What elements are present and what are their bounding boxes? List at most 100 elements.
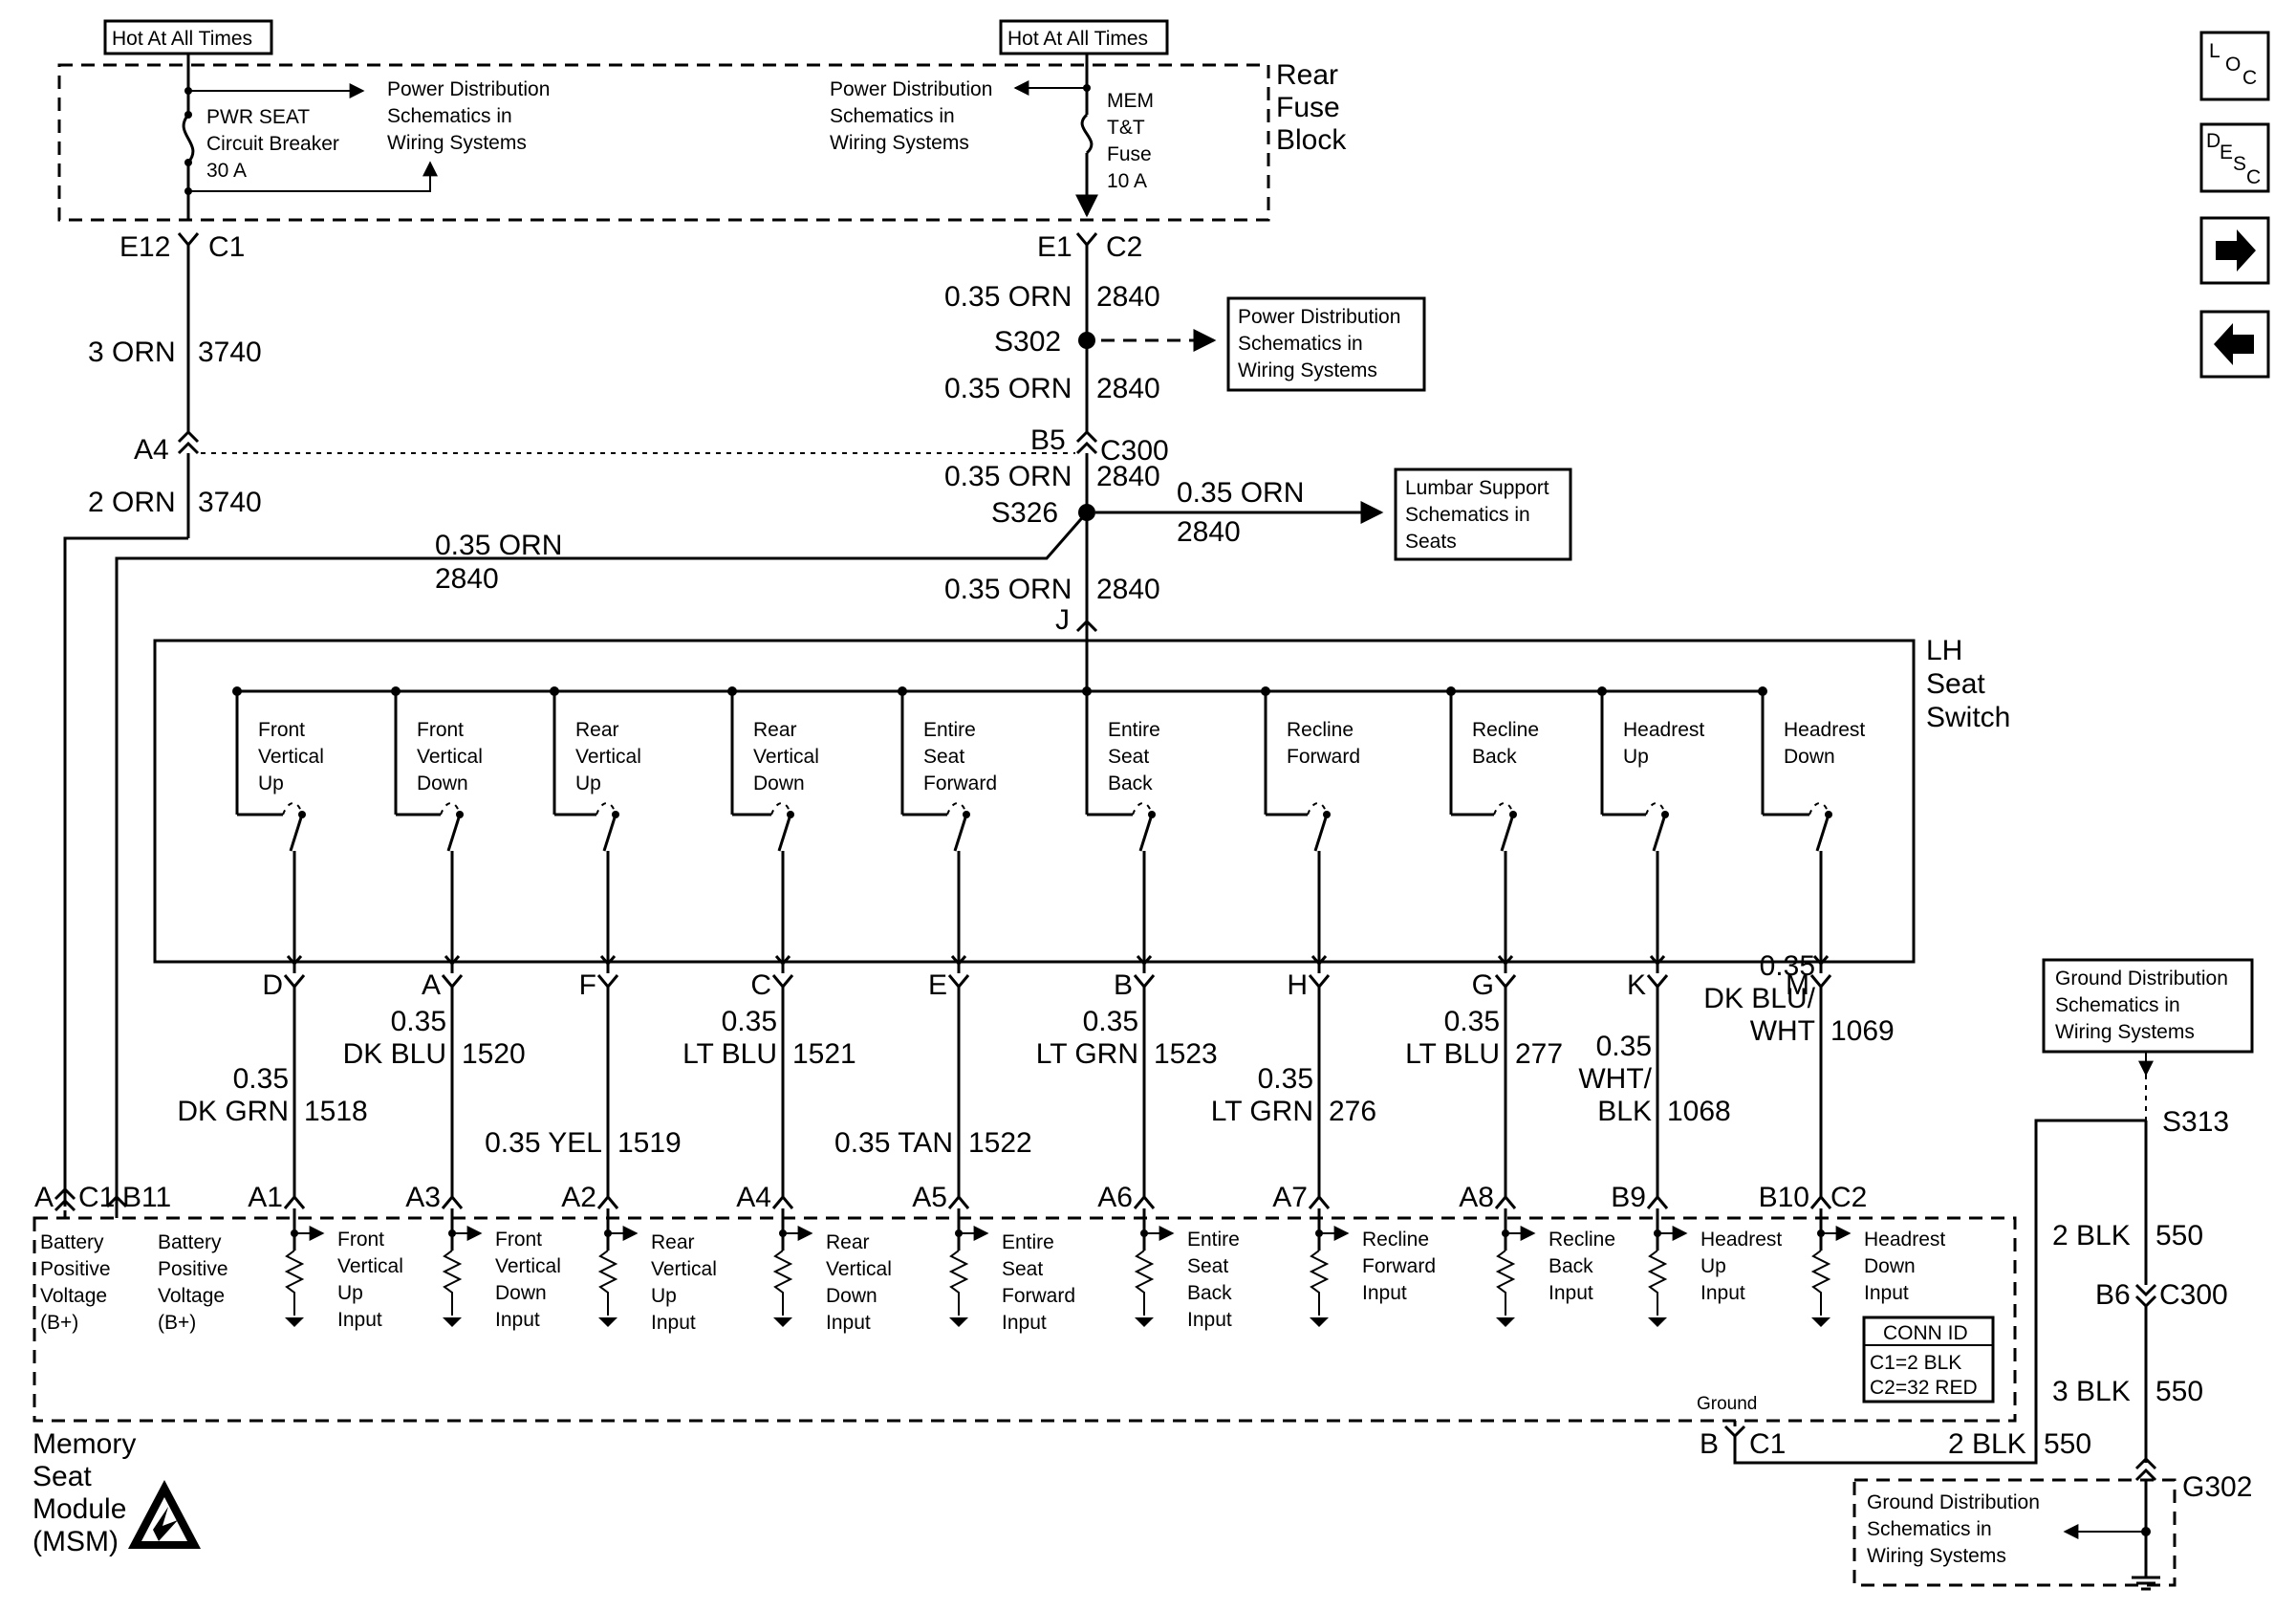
msm-gnd-conn: C1: [1749, 1428, 1786, 1460]
conn-c1-top-label: C1: [208, 231, 245, 263]
gnd-dist-bottom-box: [1852, 1478, 2177, 1587]
switch-7-pin-symbol: [1308, 974, 1331, 990]
switch-9-wire-label-3: BLK: [1597, 1096, 1652, 1127]
desc-icon-s: S: [2233, 153, 2246, 175]
gnd-dist-bottom-3: Wiring Systems: [1867, 1545, 2006, 1567]
switch-7-circuit-label: 276: [1329, 1096, 1376, 1127]
switch-5-label-2: Seat: [923, 746, 964, 768]
switch-10-throw-arc: [1809, 802, 1830, 816]
conn-e1-symbol: [1075, 232, 1098, 248]
switch-4-wire-label-1: 0.35: [722, 1006, 777, 1037]
switch-3-pin-label: F: [579, 969, 596, 1001]
switch-8-msm-pin-symbol: [1494, 1194, 1517, 1209]
switch-7-pulldown-resistor: [1309, 1250, 1330, 1316]
switch-3-label-3: Up: [575, 772, 601, 794]
lh-seat-switch-box: [153, 639, 1916, 964]
switch-10-wire-label-3: WHT: [1750, 1015, 1815, 1047]
desc-icon[interactable]: D E S C: [2199, 122, 2270, 193]
rear-fuse-block-outline: [57, 63, 1270, 222]
switch-7-label-1: Recline: [1287, 719, 1354, 741]
pdist-right-label-1: Power Distribution: [830, 78, 992, 100]
switch-1-throw-arc: [282, 802, 303, 816]
loc-icon[interactable]: L O C: [2199, 31, 2270, 101]
switch-3-ground-icon: [598, 1317, 617, 1327]
switch-2-throw-arc: [440, 802, 461, 816]
switch-4-bus-node: [727, 686, 737, 696]
switch-2-pulldown-resistor: [442, 1250, 463, 1316]
lumbar-label-1: Lumbar Support: [1405, 477, 1549, 499]
loc-icon-o: O: [2225, 54, 2241, 76]
switch-8-input-label-2: Back: [1549, 1255, 1593, 1277]
circuit-breaker-symbol: [182, 114, 195, 163]
mem-fuse-label-1: MEM: [1107, 90, 1154, 112]
switch-5-blade: [953, 814, 968, 852]
switch-4-throw-arc: [770, 802, 791, 816]
conn-a4-label: A4: [134, 434, 169, 466]
pdist-s302-label-1: Power Distribution: [1238, 306, 1400, 328]
switch-9-wire-label-2: WHT/: [1578, 1063, 1652, 1095]
switch-5-pin-symbol: [947, 974, 970, 990]
switch-5-label-1: Entire: [923, 719, 976, 741]
switch-1-bus-node: [232, 686, 242, 696]
switch-1-msm-pin-symbol: [283, 1194, 306, 1209]
switch-5-input-label-2: Seat: [1002, 1258, 1043, 1280]
switch-3-circuit-label: 1519: [617, 1127, 682, 1159]
switch-1-msm-pin-label: A1: [248, 1182, 283, 1213]
pwr-seat-cb-label-3: 30 A: [206, 160, 247, 182]
switch-2-blade: [446, 814, 462, 852]
conn-id-c1: C1=2 BLK: [1870, 1352, 1961, 1374]
conn-a4-symbol: [177, 429, 200, 455]
switch-5-bus-node: [898, 686, 907, 696]
msm-gnd-pin: B: [1700, 1428, 1719, 1460]
switch-7-pin-label: H: [1287, 969, 1308, 1001]
switch-3-input-label-4: Input: [651, 1312, 696, 1334]
switch-2-bus-node: [391, 686, 401, 696]
switch-8-blade: [1500, 814, 1515, 852]
switch-8-pin-symbol: [1494, 974, 1517, 990]
msm-ground-wire: [1733, 1119, 2146, 1465]
switch-4-input-label-3: Down: [826, 1285, 877, 1307]
desc-icon-e: E: [2220, 141, 2233, 163]
switch-4-output-arrow: [774, 955, 791, 967]
switch-10-label-2: Down: [1784, 746, 1835, 768]
switch-1-wire-label-2: DK GRN: [177, 1096, 289, 1127]
desc-icon-c: C: [2246, 166, 2261, 188]
conn-c300-label: C300: [1100, 435, 1169, 467]
battery-b-4: (B+): [158, 1312, 196, 1334]
switch-2-pin-symbol: [441, 974, 464, 990]
wire-3blk: 3 BLK: [2052, 1376, 2131, 1407]
switch-2-label-2: Vertical: [417, 746, 483, 768]
pdist-right-label: Power Distribution Schematics in Wiring …: [830, 78, 992, 154]
switch-3-input-label-3: Up: [651, 1285, 677, 1307]
next-arrow-icon[interactable]: [2199, 216, 2270, 285]
switch-3-throw-arc: [596, 802, 617, 816]
lumbar-box: [1394, 468, 1572, 561]
loc-icon-c: C: [2242, 67, 2257, 89]
switch-5-circuit-label: 1522: [968, 1127, 1032, 1159]
pdist-left-label: Power Distribution Schematics in Wiring …: [387, 78, 550, 154]
switch-2-msm-pin-symbol: [441, 1194, 464, 1209]
switch-5-input-label-1: Entire: [1002, 1231, 1054, 1253]
gnd-dist-top-1: Ground Distribution: [2055, 968, 2228, 990]
conn-b6-symbol: [2134, 1283, 2157, 1309]
wire-035orn-2: 0.35 ORN: [944, 373, 1072, 404]
switch-10-circuit-label: 1069: [1830, 1015, 1895, 1047]
switch-9-label-2: Up: [1623, 746, 1649, 768]
switch-10-pin-label: M: [1786, 969, 1809, 1001]
battery-b-3: Voltage: [158, 1285, 225, 1307]
back-arrow-icon[interactable]: [2199, 310, 2270, 379]
lh-seat-switch-label-1: LH: [1926, 635, 1962, 666]
battery-b-2: Positive: [158, 1258, 228, 1280]
switch-6-bus-node: [1082, 686, 1092, 696]
switch-6-label-1: Entire: [1108, 719, 1160, 741]
gnd-dist-bottom-1: Ground Distribution: [1867, 1491, 2040, 1513]
switch-7-throw-arc: [1307, 802, 1328, 816]
gnd-dist-bottom-2: Schematics in: [1867, 1518, 1992, 1540]
switch-7-wire-label-1: 0.35: [1258, 1063, 1313, 1095]
switch-8-wire-label-1: 0.35: [1444, 1006, 1500, 1037]
switch-9-ground-icon: [1648, 1317, 1667, 1327]
switch-8-label-1: Recline: [1472, 719, 1539, 741]
switch-7-ground-icon: [1310, 1317, 1329, 1327]
conn-j-label: J: [1055, 604, 1070, 636]
